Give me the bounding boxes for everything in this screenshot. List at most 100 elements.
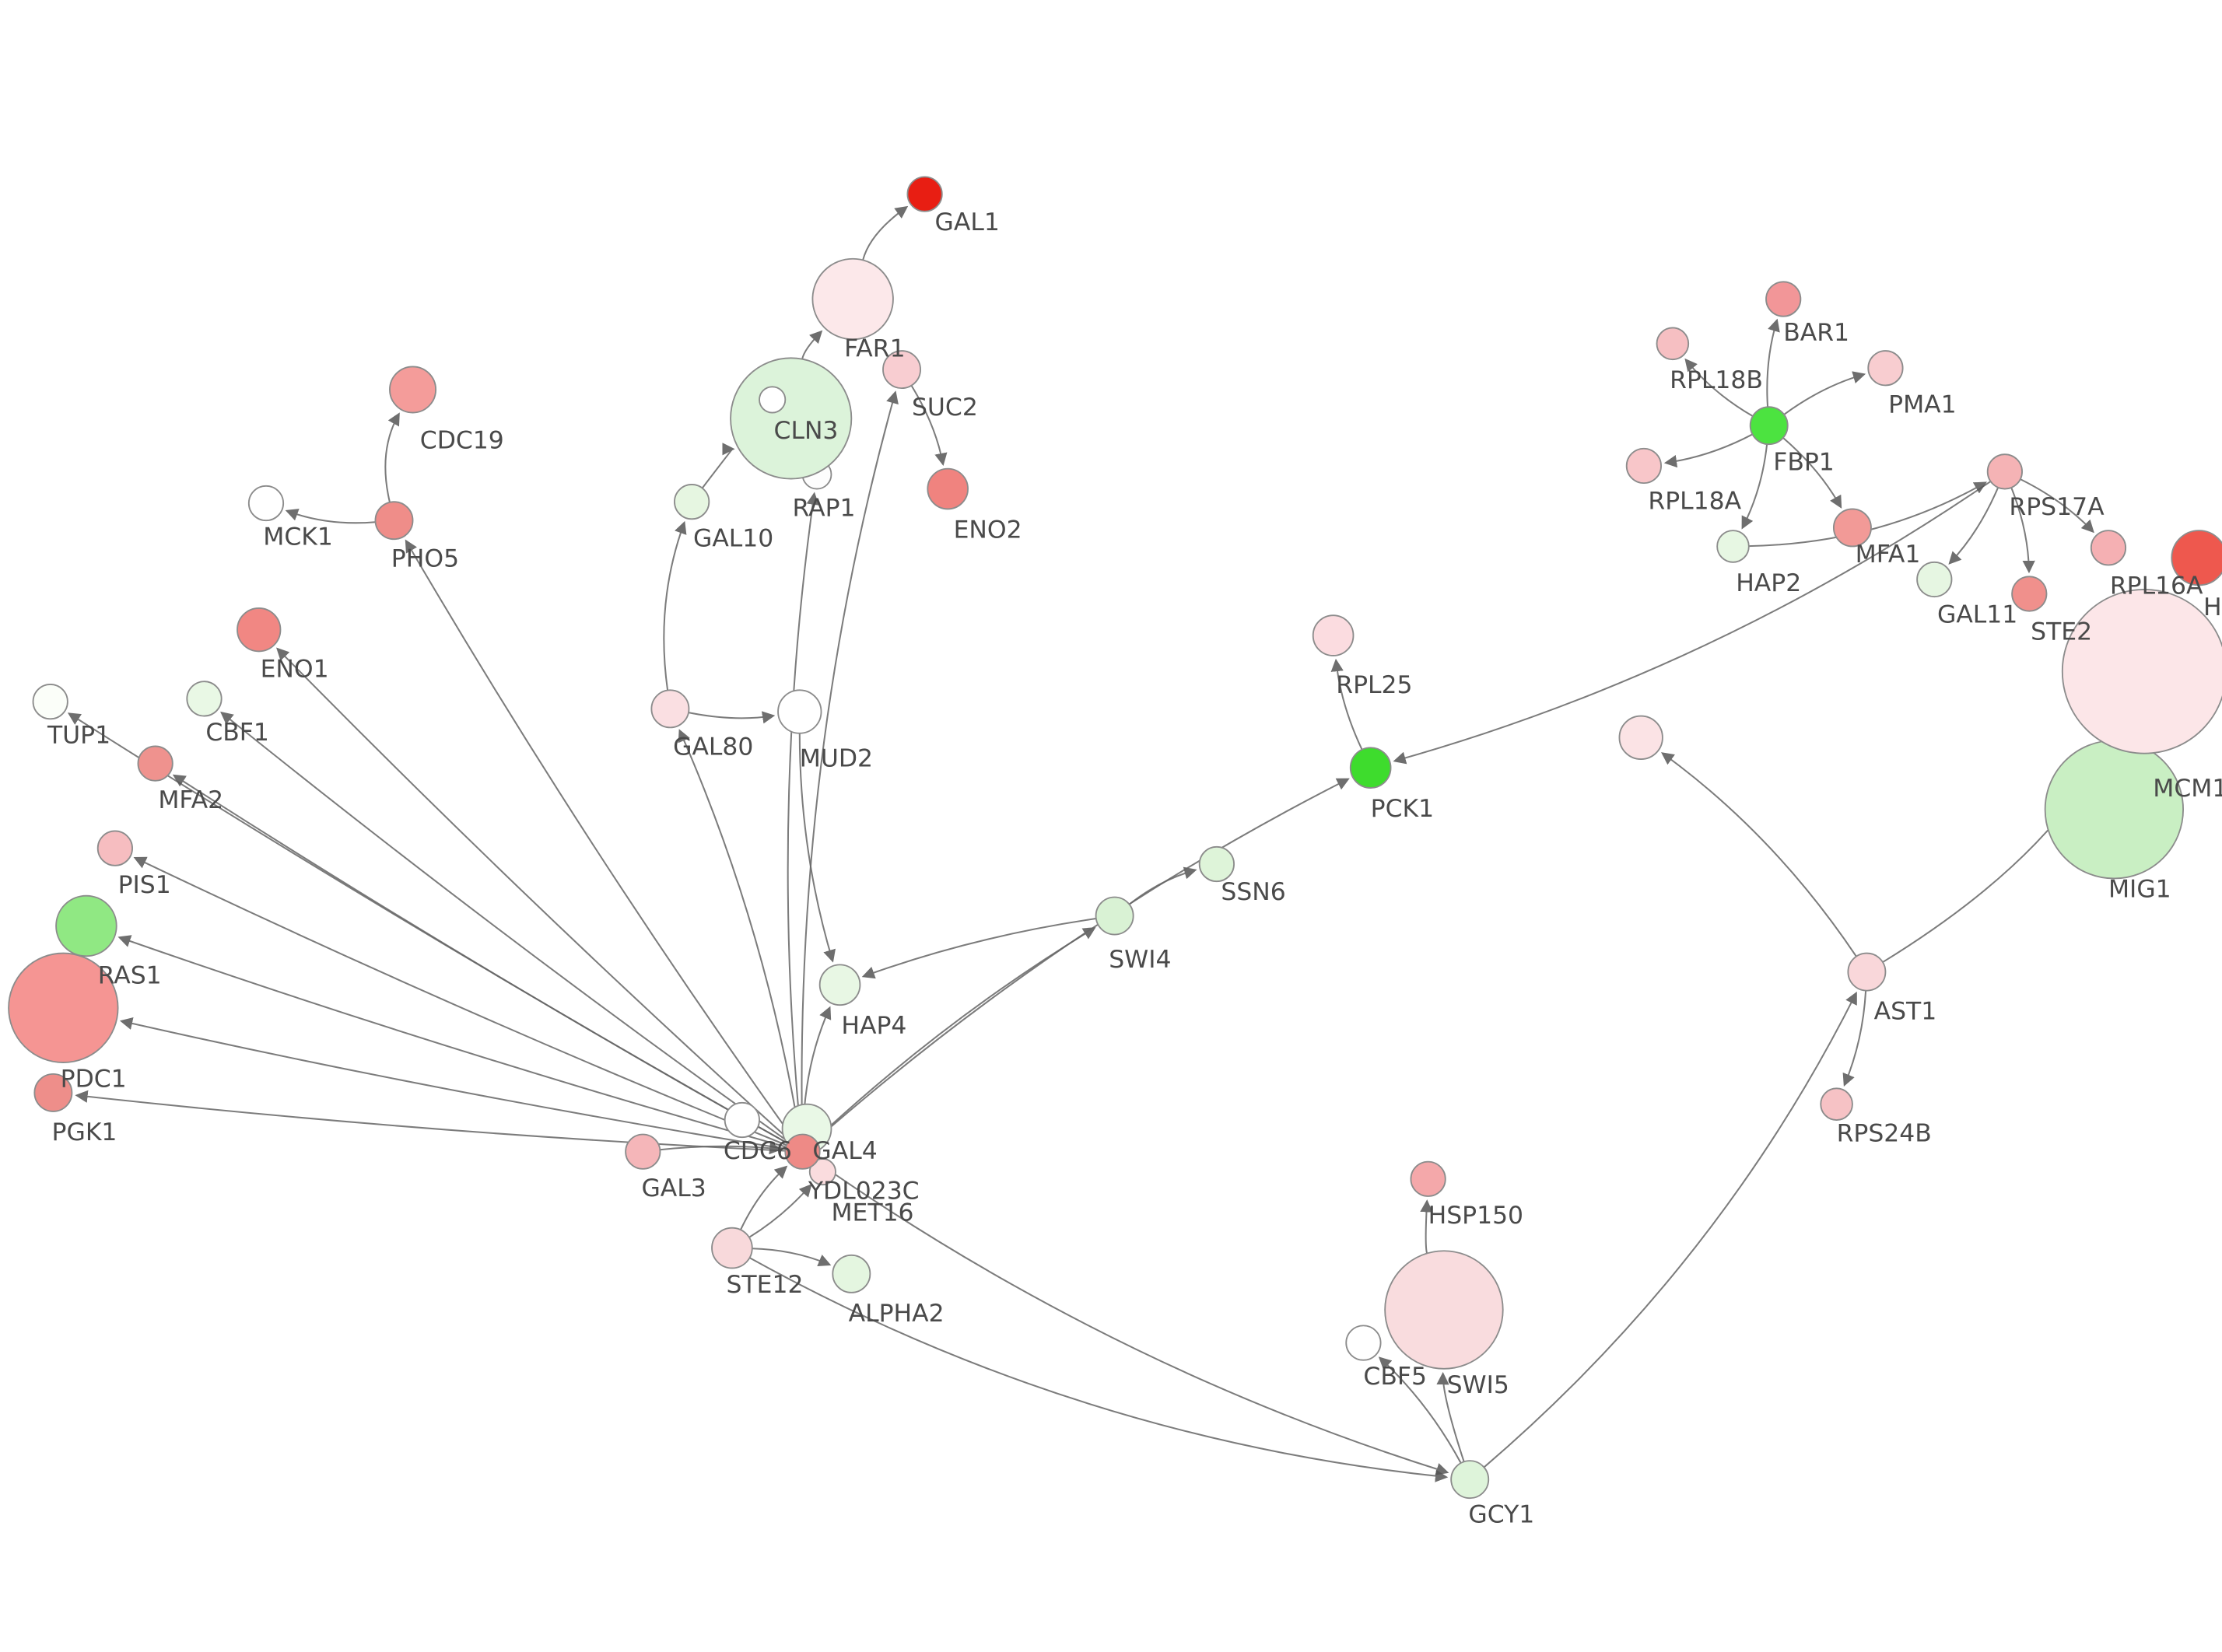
node-CLN3[interactable] <box>730 357 853 480</box>
node-FAR1[interactable] <box>811 257 894 341</box>
node-STE12[interactable] <box>711 1227 753 1269</box>
edge-GAL4-CBF1[interactable] <box>220 711 789 1143</box>
edge-PHO5-MCK1[interactable] <box>285 509 376 524</box>
node-MFA1[interactable] <box>1832 508 1872 548</box>
edge-RPS17A-RPL16A[interactable] <box>2020 478 2094 534</box>
node-PHO5[interactable] <box>374 501 414 541</box>
node-PMA1[interactable] <box>1867 350 1904 387</box>
edge-SUC2-ENO2[interactable] <box>910 385 948 466</box>
edge-GAL4-RAP1[interactable] <box>787 492 819 1135</box>
node-GAL1[interactable] <box>906 176 943 212</box>
node-label-AST1: AST1 <box>1874 998 1937 1026</box>
edge-GAL4-PDC1[interactable] <box>119 1017 786 1150</box>
edge-MUD2-HAP4[interactable] <box>798 733 836 963</box>
node-ENO2[interactable] <box>927 467 969 510</box>
edge-STE12-MET16[interactable] <box>748 1184 812 1238</box>
node-GAL10[interactable] <box>674 484 710 520</box>
node-node_w1[interactable] <box>759 386 787 414</box>
node-GAL4[interactable] <box>784 1133 821 1170</box>
edge-GAL4-PHO5[interactable] <box>405 539 794 1139</box>
edge-STE12-ALPHA2[interactable] <box>752 1248 832 1267</box>
node-SWI5[interactable] <box>1384 1250 1504 1370</box>
edge-GAL80-GAL10[interactable] <box>663 520 687 691</box>
node-PIS1[interactable] <box>96 830 133 866</box>
edge-SWI4-HAP4[interactable] <box>861 918 1096 979</box>
edge-FAR1-GAL1[interactable] <box>862 205 909 261</box>
edge-GAL4-PIS1[interactable] <box>133 856 787 1146</box>
node-ENO1[interactable] <box>237 607 282 653</box>
edge-GAL80-MUD2[interactable] <box>688 711 776 724</box>
node-MUD2[interactable] <box>777 689 822 734</box>
edge-FBP1-RPL18A[interactable] <box>1663 433 1753 468</box>
node-MFA2[interactable] <box>137 745 173 782</box>
node-FBP1[interactable] <box>1749 406 1789 446</box>
node-NODE1[interactable] <box>1618 715 1663 760</box>
edge-PHO5-CDC19[interactable] <box>384 412 400 502</box>
edge-HAP2-RPS17A[interactable] <box>1748 481 1988 548</box>
node-RAS1[interactable] <box>55 894 117 957</box>
edge-FBP1-HAP2[interactable] <box>1741 443 1768 530</box>
edge-GAL4-RAS1[interactable] <box>117 935 787 1148</box>
node-PDC1[interactable] <box>8 952 119 1064</box>
edge-GAL4-MFA2[interactable] <box>172 774 788 1144</box>
node-CDC19[interactable] <box>389 366 437 414</box>
node-AST1[interactable] <box>1847 952 1887 992</box>
node-STE2[interactable] <box>2011 576 2048 612</box>
node-BAR1[interactable] <box>1765 281 1802 317</box>
node-HAP4[interactable] <box>818 964 861 1006</box>
edge-SWI5-HSP150[interactable] <box>1420 1199 1433 1254</box>
edge-RPS17A-STE2[interactable] <box>2010 487 2035 574</box>
node-HAP2[interactable] <box>1716 530 1750 563</box>
edge-PCK1-RPL25[interactable] <box>1330 658 1363 751</box>
node-RPL25[interactable] <box>1312 614 1355 656</box>
edge-GAL3-GAL4[interactable] <box>660 1142 783 1155</box>
node-PCK1[interactable] <box>1349 747 1392 789</box>
node-HSP150[interactable] <box>1410 1160 1446 1197</box>
edge-FBP1-PMA1[interactable] <box>1783 371 1866 415</box>
edge-STE12-GAL4[interactable] <box>740 1165 788 1230</box>
node-RPS17A[interactable] <box>1986 453 2023 490</box>
node-RPL18A[interactable] <box>1625 447 1662 485</box>
node-SSN6[interactable] <box>1198 845 1235 883</box>
node-SUC2[interactable] <box>882 350 921 390</box>
edge-GCY1-SWI5[interactable] <box>1436 1371 1465 1462</box>
node-MCM1[interactable] <box>2061 589 2222 754</box>
edge-AST1-RPS24B[interactable] <box>1842 990 1867 1087</box>
edge-GAL4-ENO1[interactable] <box>276 647 790 1141</box>
node-RPL16A[interactable] <box>2090 530 2127 566</box>
node-MET16[interactable] <box>808 1158 836 1186</box>
node-SWI4[interactable] <box>1095 896 1134 936</box>
node-ALPHA2[interactable] <box>832 1254 871 1293</box>
edge-FBP1-BAR1[interactable] <box>1766 318 1780 408</box>
edge-RPS17A-GAL11[interactable] <box>1948 487 1999 565</box>
edge-GAL4-PGK1[interactable] <box>75 1090 786 1152</box>
node-HIS4[interactable] <box>2171 530 2222 586</box>
edge-GCY1-AST1[interactable] <box>1483 991 1857 1468</box>
edge-GAL4-GAL80[interactable] <box>678 729 801 1136</box>
node-RPS24B[interactable] <box>1820 1087 1853 1121</box>
node-CDC6[interactable] <box>724 1101 760 1139</box>
node-GAL3[interactable] <box>625 1133 661 1170</box>
edge-FBP1-MFA1[interactable] <box>1782 437 1842 509</box>
node-CBF1[interactable] <box>186 681 223 717</box>
edge-CLN3-FAR1[interactable] <box>801 330 823 359</box>
edge-RPS17A-PCK1[interactable] <box>1393 481 1992 765</box>
edge-FBP1-RPL18B[interactable] <box>1684 358 1754 418</box>
node-TUP1[interactable] <box>32 683 68 720</box>
edge-GAL4-PCK1[interactable] <box>815 778 1350 1141</box>
edge-SWI4-SSN6[interactable] <box>1128 866 1197 905</box>
edge-GAL4-SUC2[interactable] <box>801 390 899 1135</box>
node-PGK1[interactable] <box>33 1073 73 1112</box>
node-CBF5[interactable] <box>1345 1325 1382 1361</box>
edge-AST1-NODE1[interactable] <box>1661 752 1857 957</box>
edge-GAL10-CLN3[interactable] <box>701 443 735 489</box>
edge-STE12-GCY1[interactable] <box>748 1257 1449 1482</box>
node-MCK1[interactable] <box>247 485 285 522</box>
edge-GAL4-GCY1[interactable] <box>816 1160 1449 1475</box>
node-RPL18B[interactable] <box>1656 327 1690 361</box>
node-MIG1[interactable] <box>2044 740 2185 880</box>
node-GCY1[interactable] <box>1450 1460 1490 1500</box>
edge-GCY1-CBF5[interactable] <box>1378 1356 1462 1464</box>
node-GAL80[interactable] <box>650 689 690 729</box>
node-GAL11[interactable] <box>1916 561 1953 598</box>
